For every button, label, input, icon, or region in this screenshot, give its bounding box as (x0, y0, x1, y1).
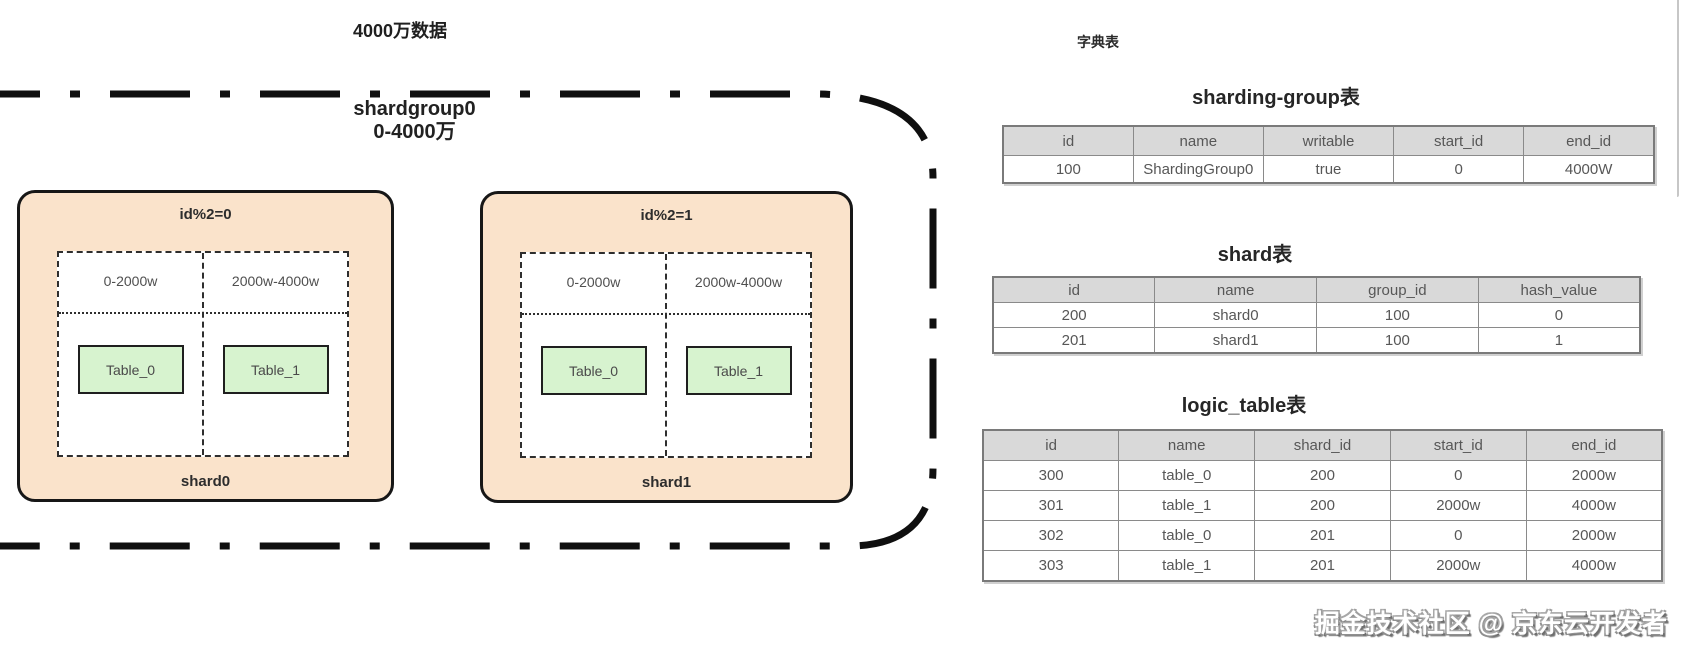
partition-range-label: 2000w-4000w (694, 274, 783, 290)
column-header: id (992, 276, 1156, 303)
shardgroup-range-line: 0-4000万 (373, 121, 456, 143)
physical-table-label: Table_1 (250, 361, 301, 378)
shard-condition-label: id%2=0 (179, 206, 232, 223)
table-cell: 0 (1393, 155, 1525, 184)
column-header: id (1002, 125, 1134, 156)
table-cell: 200 (1254, 490, 1391, 521)
shard-panel-shard0: id%2=0 0-2000w Table_0 2000w-4000w Table… (17, 190, 394, 502)
column-header: hash_value (1477, 276, 1641, 303)
column-header: writable (1262, 125, 1395, 156)
sharding-group-table: id name writable start_id end_id 100 Sha… (1002, 125, 1655, 184)
shard-panel-shard1: id%2=1 0-2000w Table_0 2000w-4000w Table… (480, 191, 853, 503)
table-cell: 100 (1316, 302, 1479, 328)
partition-divider-dotted (59, 312, 347, 314)
table-cell: 2000w (1389, 550, 1527, 582)
table-row: 200 shard0 100 0 (992, 302, 1641, 328)
table-cell: 100 (1002, 155, 1134, 184)
table-cell: 302 (982, 520, 1120, 551)
partition-cell: 2000w-4000w Table_1 (202, 253, 347, 455)
partition-container: 0-2000w Table_0 2000w-4000w Table_1 (57, 251, 349, 457)
table-row: 201 shard1 100 1 (992, 327, 1641, 354)
table-cell: 2000w (1525, 460, 1663, 491)
shardgroup-label: shardgroup0 0-4000万 (312, 98, 517, 144)
table-row: 302 table_0 201 0 2000w (982, 520, 1663, 551)
column-header: end_id (1525, 429, 1663, 461)
table-cell: 201 (1254, 550, 1391, 582)
physical-table-box: Table_1 (685, 346, 792, 395)
column-header: name (1154, 276, 1317, 303)
table-cell: 100 (1316, 327, 1479, 354)
table-cell: table_0 (1118, 520, 1256, 551)
shard-name-label: shard1 (641, 474, 692, 491)
table-cell: table_0 (1118, 460, 1256, 491)
watermark: 掘金技术社区 @ 京东云开发者 (1314, 610, 1668, 638)
partition-divider-dotted (522, 313, 810, 315)
shard-name-label: shard0 (180, 473, 231, 490)
physical-table-label: Table_0 (568, 362, 619, 379)
shard-condition-label: id%2=1 (640, 207, 693, 224)
table-title-shard: shard表 (1217, 244, 1293, 266)
table-cell: table_1 (1118, 550, 1256, 582)
table-cell: true (1262, 155, 1395, 184)
column-header: start_id (1393, 125, 1525, 156)
physical-table-box: Table_1 (222, 345, 329, 394)
partition-range-label: 0-2000w (103, 273, 158, 289)
table-cell: ShardingGroup0 (1132, 155, 1264, 184)
table-row: 301 table_1 200 2000w 4000w (982, 490, 1663, 521)
table-cell: 0 (1389, 520, 1527, 551)
table-cell: shard1 (1154, 327, 1317, 354)
table-header-row: id name shard_id start_id end_id (982, 429, 1663, 461)
table-row: 303 table_1 201 2000w 4000w (982, 550, 1663, 582)
partition-range-label: 2000w-4000w (231, 273, 320, 289)
column-header: name (1132, 125, 1264, 156)
data-volume-label: 4000万数据 (352, 21, 448, 41)
column-header: shard_id (1254, 429, 1391, 461)
table-cell: 300 (982, 460, 1120, 491)
partition-container: 0-2000w Table_0 2000w-4000w Table_1 (520, 252, 812, 458)
column-header: end_id (1523, 125, 1655, 156)
table-title-sharding-group: sharding-group表 (1192, 87, 1360, 109)
table-cell: shard0 (1154, 302, 1317, 328)
partition-cell: 0-2000w Table_0 (522, 254, 665, 456)
column-header: id (982, 429, 1120, 461)
table-cell: 303 (982, 550, 1120, 582)
physical-table-label: Table_1 (713, 362, 764, 379)
table-cell: 0 (1477, 302, 1641, 328)
column-header: group_id (1316, 276, 1479, 303)
dict-tables-label: 字典表 (1077, 34, 1119, 50)
table-header-row: id name writable start_id end_id (1002, 125, 1655, 156)
shardgroup-name-line: shardgroup0 (353, 98, 476, 120)
table-cell: 301 (982, 490, 1120, 521)
logic-table-table: id name shard_id start_id end_id 300 tab… (982, 429, 1663, 582)
table-cell: 0 (1389, 460, 1527, 491)
partition-cell: 2000w-4000w Table_1 (665, 254, 810, 456)
table-cell: 4000w (1525, 550, 1663, 582)
table-cell: 2000w (1525, 520, 1663, 551)
table-header-row: id name group_id hash_value (992, 276, 1641, 303)
physical-table-box: Table_0 (540, 346, 647, 395)
table-cell: 2000w (1389, 490, 1527, 521)
table-cell: 200 (992, 302, 1156, 328)
table-cell: 4000W (1523, 155, 1655, 184)
table-row: 100 ShardingGroup0 true 0 4000W (1002, 155, 1655, 184)
partition-cell: 0-2000w Table_0 (59, 253, 202, 455)
right-edge-line (1677, 0, 1679, 197)
table-cell: 4000w (1525, 490, 1663, 521)
column-header: start_id (1389, 429, 1527, 461)
shard-table: id name group_id hash_value 200 shard0 1… (992, 276, 1641, 354)
table-cell: 201 (992, 327, 1156, 354)
table-cell: table_1 (1118, 490, 1256, 521)
partition-range-label: 0-2000w (566, 274, 621, 290)
physical-table-label: Table_0 (105, 361, 156, 378)
table-cell: 201 (1254, 520, 1391, 551)
table-cell: 200 (1254, 460, 1391, 491)
table-cell: 1 (1477, 327, 1641, 354)
table-title-logic-table: logic_table表 (1181, 395, 1307, 417)
column-header: name (1118, 429, 1256, 461)
table-row: 300 table_0 200 0 2000w (982, 460, 1663, 491)
physical-table-box: Table_0 (77, 345, 184, 394)
